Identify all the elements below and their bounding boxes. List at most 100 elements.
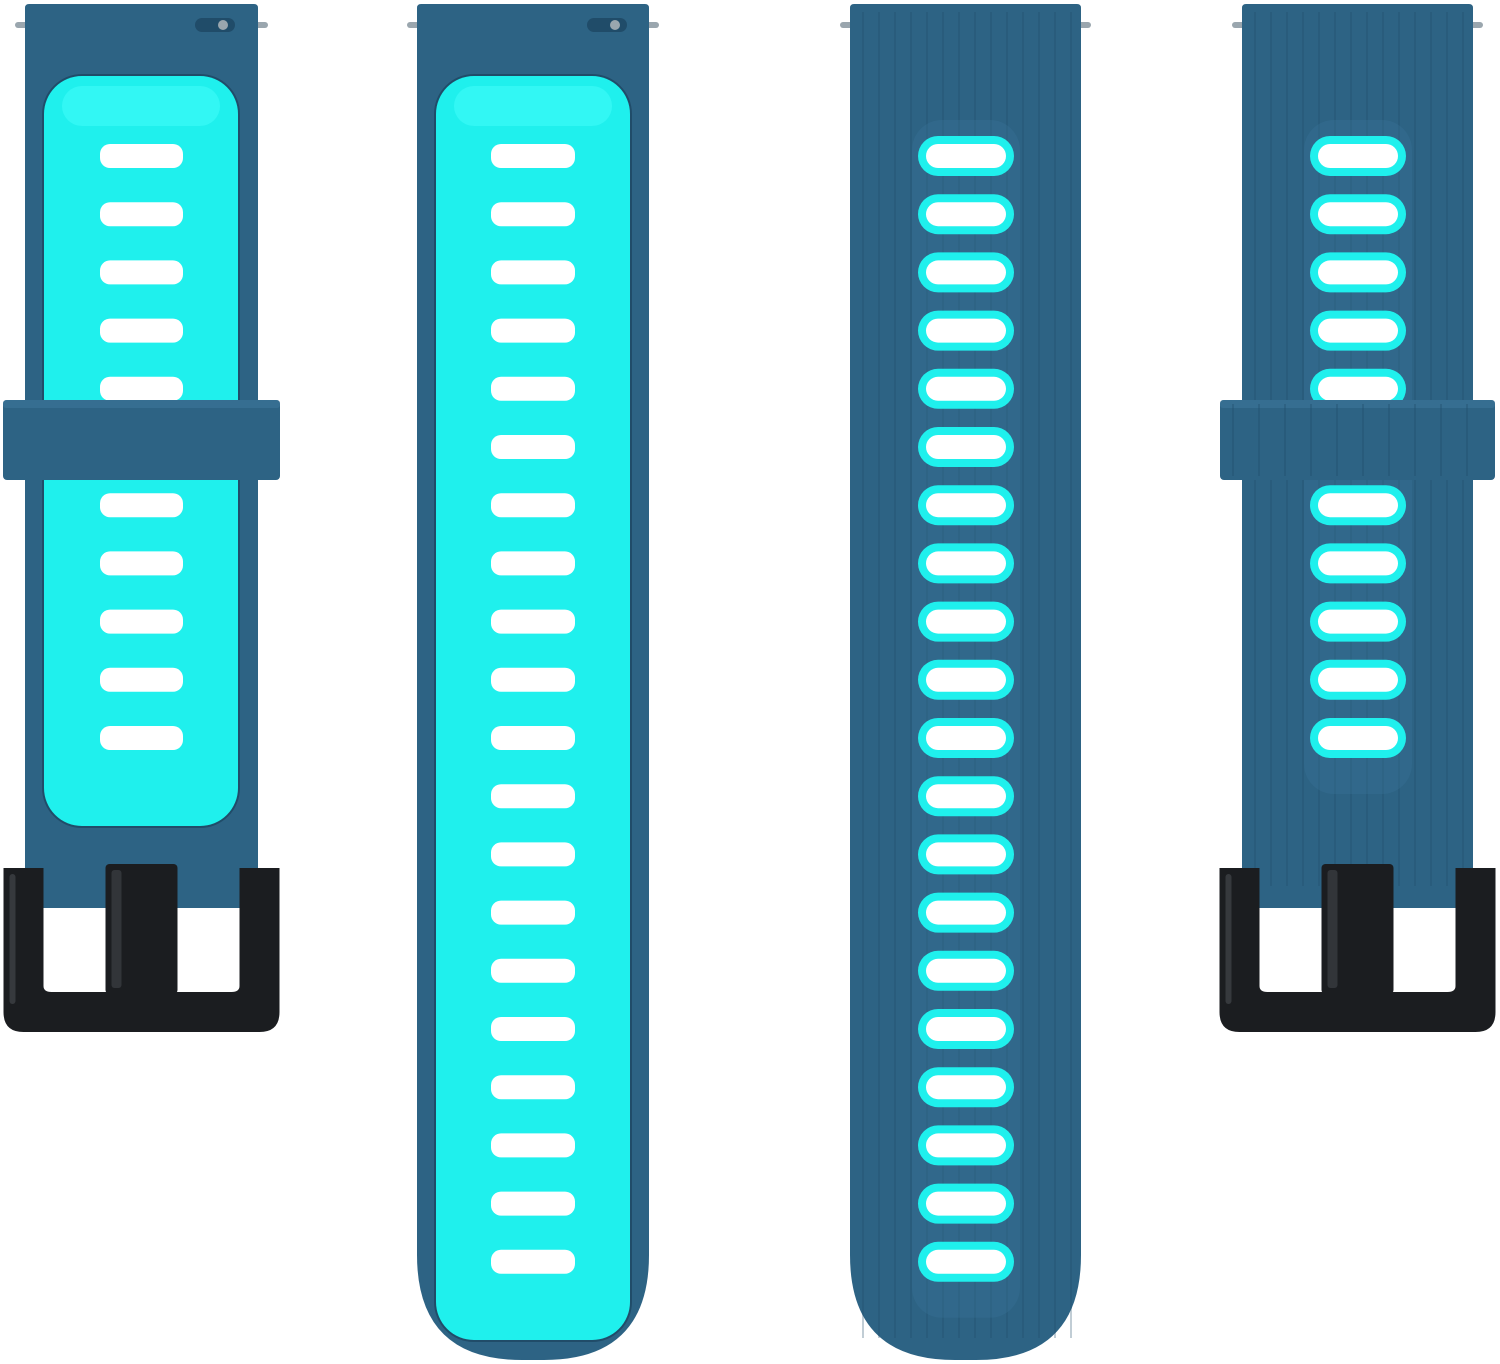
- inner-band-highlight: [454, 86, 612, 126]
- adjustment-hole: [491, 1133, 575, 1158]
- adjustment-hole: [926, 551, 1006, 576]
- keeper-rib: [1284, 404, 1286, 476]
- buckle-frame-highlight: [1225, 874, 1232, 1004]
- keeper-rib: [1336, 404, 1338, 476]
- keeper-rib: [1232, 404, 1234, 476]
- strap-rib: [1054, 12, 1056, 1338]
- adjustment-hole: [100, 609, 183, 634]
- adjustment-hole: [100, 551, 183, 576]
- adjustment-hole: [926, 667, 1006, 692]
- adjustment-hole: [1318, 609, 1398, 634]
- adjustment-hole: [491, 202, 575, 227]
- strap-rib: [910, 12, 912, 1338]
- adjustment-hole: [926, 202, 1006, 227]
- adjustment-hole: [1318, 260, 1398, 285]
- adjustment-hole: [100, 376, 183, 401]
- adjustment-hole: [100, 667, 183, 692]
- keeper-rib: [1440, 404, 1442, 476]
- adjustment-hole: [926, 958, 1006, 983]
- keeper-rib: [1388, 404, 1390, 476]
- adjustment-hole: [100, 318, 183, 343]
- adjustment-hole: [1318, 318, 1398, 343]
- inner-band-highlight: [62, 86, 220, 126]
- strap-rib: [878, 12, 880, 1338]
- buckle-frame: [1219, 868, 1496, 1032]
- buckle-tongue-highlight: [1327, 870, 1338, 988]
- adjustment-hole: [926, 842, 1006, 867]
- buckle-tongue-highlight: [111, 870, 122, 988]
- adjustment-hole: [926, 260, 1006, 285]
- keeper-loop-edge: [1220, 400, 1495, 408]
- adjustment-hole: [926, 1249, 1006, 1274]
- adjustment-hole: [491, 260, 575, 285]
- adjustment-hole: [491, 900, 575, 925]
- quick-release-lever: [587, 18, 627, 32]
- quick-release-pin: [610, 20, 620, 30]
- adjustment-hole: [926, 1017, 1006, 1041]
- adjustment-hole: [491, 667, 575, 692]
- adjustment-hole: [491, 435, 575, 459]
- keeper-rib: [1466, 404, 1468, 476]
- keeper-rib: [1310, 404, 1312, 476]
- keeper-rib: [1258, 404, 1260, 476]
- adjustment-hole: [1318, 493, 1398, 518]
- adjustment-hole: [1318, 376, 1398, 401]
- strap-rib: [894, 12, 896, 1338]
- adjustment-hole: [100, 726, 183, 750]
- keeper-loop: [3, 400, 280, 480]
- adjustment-hole: [926, 900, 1006, 925]
- inner-band: [436, 76, 630, 1340]
- adjustment-hole: [491, 376, 575, 401]
- adjustment-hole: [100, 493, 183, 518]
- adjustment-hole: [491, 551, 575, 576]
- adjustment-hole: [926, 144, 1006, 168]
- keeper-loop: [1220, 400, 1495, 480]
- buckle-frame-highlight: [9, 874, 16, 1004]
- adjustment-hole: [926, 726, 1006, 750]
- adjustment-hole: [926, 784, 1006, 809]
- strap-rib: [1022, 12, 1024, 1338]
- strap-ribbed-tail-side: [840, 4, 1091, 1360]
- buckle-tongue: [1321, 864, 1394, 994]
- keeper-loop-edge: [3, 400, 280, 408]
- adjustment-hole: [100, 202, 183, 227]
- adjustment-hole: [926, 1075, 1006, 1100]
- quick-release-pin: [218, 20, 228, 30]
- adjustment-hole: [1318, 144, 1398, 168]
- strap-two-tone-tail-side: [407, 4, 659, 1360]
- adjustment-hole: [491, 958, 575, 983]
- adjustment-hole: [926, 493, 1006, 518]
- adjustment-hole: [491, 318, 575, 343]
- adjustment-hole: [491, 1075, 575, 1100]
- adjustment-hole: [926, 609, 1006, 634]
- adjustment-hole: [1318, 726, 1398, 750]
- adjustment-hole: [491, 726, 575, 750]
- adjustment-hole: [491, 1017, 575, 1041]
- adjustment-hole: [491, 493, 575, 518]
- strap-rib: [1038, 12, 1040, 1338]
- strap-ribbed-buckle-side: [1219, 4, 1496, 1032]
- adjustment-hole: [491, 842, 575, 867]
- adjustment-hole: [100, 260, 183, 285]
- adjustment-hole: [491, 784, 575, 809]
- quick-release-lever: [195, 18, 235, 32]
- adjustment-hole: [491, 1249, 575, 1274]
- adjustment-hole: [926, 1191, 1006, 1216]
- adjustment-hole: [926, 318, 1006, 343]
- adjustment-hole: [926, 435, 1006, 459]
- adjustment-hole: [926, 1133, 1006, 1158]
- adjustment-hole: [1318, 667, 1398, 692]
- adjustment-hole: [491, 144, 575, 168]
- adjustment-hole: [1318, 202, 1398, 227]
- strap-two-tone-buckle-side: [3, 4, 280, 1032]
- strap-rib: [862, 12, 864, 1338]
- adjustment-hole: [491, 1191, 575, 1216]
- buckle-tongue: [105, 864, 178, 994]
- keeper-rib: [1414, 404, 1416, 476]
- adjustment-hole: [1318, 551, 1398, 576]
- adjustment-hole: [491, 609, 575, 634]
- adjustment-hole: [926, 376, 1006, 401]
- keeper-rib: [1362, 404, 1364, 476]
- adjustment-hole: [100, 144, 183, 168]
